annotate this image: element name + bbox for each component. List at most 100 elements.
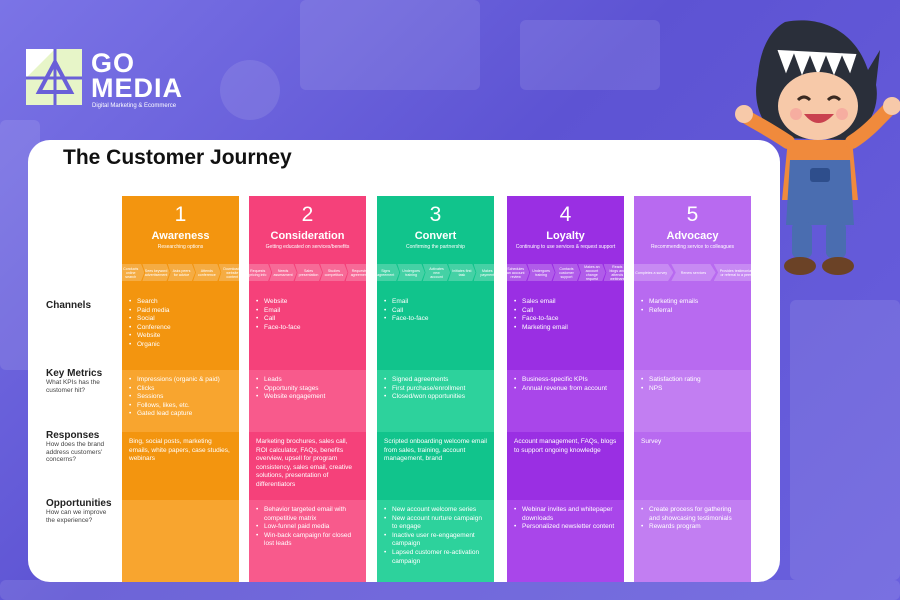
opportunities-item: Low-funnel paid media [256, 523, 359, 532]
stage-name: Loyalty [546, 230, 585, 242]
step-arrow: Downloads website content [218, 264, 246, 281]
stage-number: 5 [686, 203, 699, 226]
stage-cell-channels: SearchPaid mediaSocialConferenceWebsiteO… [122, 298, 239, 350]
metrics-item: Satisfaction rating [641, 376, 744, 385]
channels-item: Face-to-face [384, 315, 487, 324]
logo-mark-icon [25, 48, 83, 106]
channels-list: WebsiteEmailCallFace-to-face [256, 298, 359, 332]
channels-item: Face-to-face [256, 324, 359, 333]
stage-band-responses: Bing, social posts, marketing emails, wh… [122, 432, 239, 500]
stage-number: 2 [301, 203, 314, 226]
channels-item: Call [256, 315, 359, 324]
stage-band-opportunities: Webinar invites and whitepaper downloads… [507, 500, 624, 582]
step-arrow: Needs assessment [269, 264, 297, 281]
brand-name-media: MEDIA [91, 73, 183, 103]
step-arrow: Undergoes training [527, 264, 555, 281]
opportunities-item: Win-back campaign for closed lost leads [256, 532, 359, 549]
stage-band-metrics: Signed agreementsFirst purchase/enrollme… [377, 370, 494, 432]
channels-item: Organic [129, 341, 232, 350]
stage-name: Awareness [151, 230, 210, 242]
responses-text: Marketing brochures, sales call, ROI cal… [256, 438, 352, 488]
opportunities-item: New account welcome series [384, 506, 487, 515]
step-arrow: Makes an account change request [578, 264, 606, 281]
metrics-item: Closed/won opportunities [384, 393, 487, 402]
stage-cell-responses: Bing, social posts, marketing emails, wh… [122, 438, 239, 464]
stage-cell-responses: Survey [634, 438, 751, 447]
channels-item: Marketing email [514, 324, 617, 333]
step-arrow: Makes payment [473, 264, 501, 281]
channels-item: Marketing emails [641, 298, 744, 307]
channels-item: Website [129, 332, 232, 341]
stage-cell-opportunities: Behavior targeted email with competitive… [249, 506, 366, 549]
opportunities-list: Create process for gathering and showcas… [641, 506, 744, 532]
channels-list: Sales emailCallFace-to-faceMarketing ema… [514, 298, 617, 332]
opportunities-item: Behavior targeted email with competitive… [256, 506, 359, 523]
opportunities-item: New account nurture campaign to engage [384, 515, 487, 532]
metrics-item: Opportunity stages [256, 385, 359, 394]
metrics-item: Clicks [129, 385, 232, 394]
page-title: The Customer Journey [63, 146, 292, 169]
step-arrow: Requests agreement [345, 264, 373, 281]
step-arrow: Schedules an account review [502, 264, 530, 281]
stage-band-opportunities: New account welcome seriesNew account nu… [377, 500, 494, 582]
stage-band-opportunities: Create process for gathering and showcas… [634, 500, 751, 582]
channels-item: Sales email [514, 298, 617, 307]
metrics-list: Business-specific KPIsAnnual revenue fro… [514, 376, 617, 393]
row-label-title: Responses [46, 430, 100, 441]
stage-subtitle: Recommending service to colleagues [650, 244, 735, 250]
brand-name-go: GO [91, 48, 136, 78]
metrics-item: Impressions (organic & paid) [129, 376, 232, 385]
channels-item: Paid media [129, 307, 232, 316]
stage-cell-opportunities: New account welcome seriesNew account nu… [377, 506, 494, 566]
step-arrow: Asks peers for advice [167, 264, 196, 281]
step-arrow: Sees keyword advertisement [142, 264, 170, 281]
channels-list: SearchPaid mediaSocialConferenceWebsiteO… [129, 298, 232, 350]
stage-band-channels: EmailCallFace-to-face [377, 292, 494, 370]
stage-band-channels: Sales emailCallFace-to-faceMarketing ema… [507, 292, 624, 370]
responses-text: Account management, FAQs, blogs to suppo… [514, 438, 617, 454]
metrics-item: Annual revenue from account [514, 385, 617, 394]
stage-band-responses: Marketing brochures, sales call, ROI cal… [249, 432, 366, 500]
orca-mascot-illustration [730, 10, 900, 290]
stage-cell-metrics: Impressions (organic & paid)ClicksSessio… [122, 376, 239, 419]
opportunities-item: Personalized newsletter content [514, 523, 617, 532]
channels-list: EmailCallFace-to-face [384, 298, 487, 324]
brand-tagline: Digital Marketing & Ecommerce [92, 103, 177, 109]
channels-item: Call [514, 307, 617, 316]
metrics-item: Business-specific KPIs [514, 376, 617, 385]
stage-cell-metrics: LeadsOpportunity stagesWebsite engagemen… [249, 376, 366, 402]
stage-band-responses: Scripted onboarding welcome email from s… [377, 432, 494, 500]
metrics-list: Satisfaction ratingNPS [641, 376, 744, 393]
metrics-item: Website engagement [256, 393, 359, 402]
channels-item: Email [384, 298, 487, 307]
opportunities-list: Webinar invites and whitepaper downloads… [514, 506, 617, 532]
row-label-title: Opportunities [46, 498, 112, 509]
stage-number: 3 [429, 203, 442, 226]
channels-list: Marketing emailsReferral [641, 298, 744, 315]
metrics-item: Leads [256, 376, 359, 385]
metrics-item: Sessions [129, 393, 232, 402]
stage-band-metrics: Satisfaction ratingNPS [634, 370, 751, 432]
step-arrow: Renew services [671, 264, 716, 281]
row-label: Channels [46, 300, 91, 311]
step-arrow: Sales presentation [294, 264, 323, 281]
channels-item: Search [129, 298, 232, 307]
stage-cell-channels: Marketing emailsReferral [634, 298, 751, 315]
stage-band-channels: Marketing emailsReferral [634, 292, 751, 370]
step-arrow: Requests pricing info [244, 264, 272, 281]
opportunities-list: Behavior targeted email with competitive… [256, 506, 359, 549]
step-arrow: Studies competitors [320, 264, 348, 281]
stage-cell-channels: Sales emailCallFace-to-faceMarketing ema… [507, 298, 624, 332]
channels-item: Conference [129, 324, 232, 333]
